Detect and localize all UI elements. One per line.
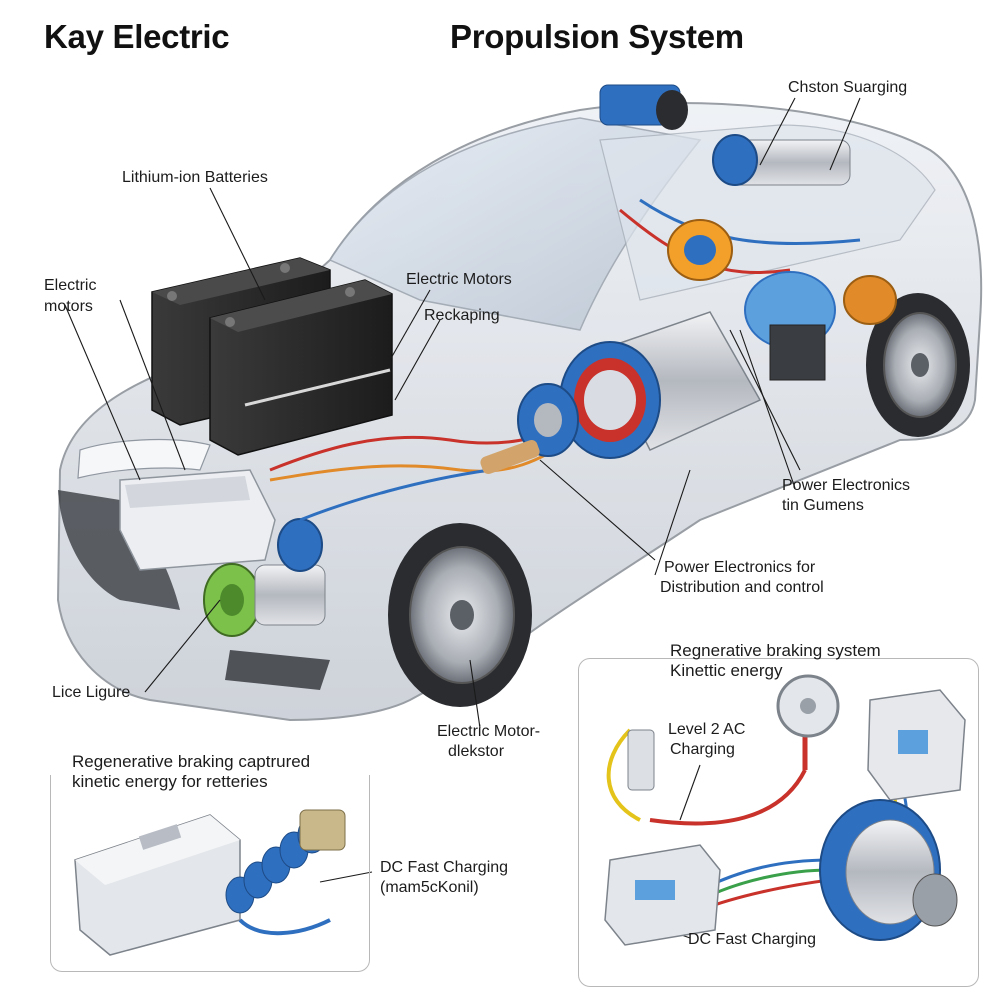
panel-left-heading-1: Regenerative braking captrured <box>72 752 311 771</box>
label-power-electronics-gumens-2: tin Gumens <box>782 497 864 514</box>
label-dc-fast-charging-right: DC Fast Charging <box>688 931 817 948</box>
label-electric-motors-left-1: Electric <box>44 277 97 294</box>
label-chston-surging: Chston Suarging <box>788 79 908 96</box>
label-power-electronics-distribution-1: Power Electronics for <box>664 559 816 576</box>
label-electric-motors-center: Electric Motors <box>406 271 512 288</box>
label-electric-motor-diekstor-1: Electric Motor- <box>437 723 541 740</box>
label-dc-fast-charging-left-1: DC Fast Charging <box>380 859 509 876</box>
label-level2-ac-2: Charging <box>670 741 735 758</box>
panel-regenerative-braking-right <box>578 658 979 987</box>
front-wheel <box>388 523 532 707</box>
central-motor <box>480 311 762 475</box>
panel-right-heading-1: Regnerative braking system <box>670 641 881 660</box>
title-left: Kay Electric <box>44 18 230 55</box>
right-panel-fill <box>604 689 966 946</box>
battery-pack <box>151 257 393 456</box>
front-power-module <box>119 469 276 571</box>
label-power-electronics-gumens-1: Power Electronics <box>782 477 911 494</box>
dc-connector-left <box>74 809 373 956</box>
front-motor <box>203 518 326 637</box>
panel-regenerative-braking-left <box>50 775 370 972</box>
label-power-electronics-distribution-2: Distribution and control <box>660 579 824 596</box>
panel-right-heading-2: Kinettic energy <box>670 661 783 680</box>
label-dc-fast-charging-left-2: (mam5cKonil) <box>380 879 479 896</box>
title-right: Propulsion System <box>450 18 744 55</box>
label-level2-ac-1: Level 2 AC <box>668 721 746 738</box>
rear-wheel <box>866 293 970 437</box>
label-reckaping: Reckaping <box>424 307 500 324</box>
rear-motor <box>667 219 897 381</box>
label-electric-motors-left-2: motors <box>44 298 93 315</box>
label-lice-ligure: Lice Ligure <box>52 684 131 701</box>
label-lithium-batteries: Lithium-ion Batteries <box>122 169 268 186</box>
label-electric-motor-diekstor-2: dlekstor <box>448 743 505 760</box>
callout-lines <box>64 97 861 729</box>
charging-unit <box>599 84 851 186</box>
panel-left-heading-2: kinetic energy for retteries <box>72 772 268 791</box>
